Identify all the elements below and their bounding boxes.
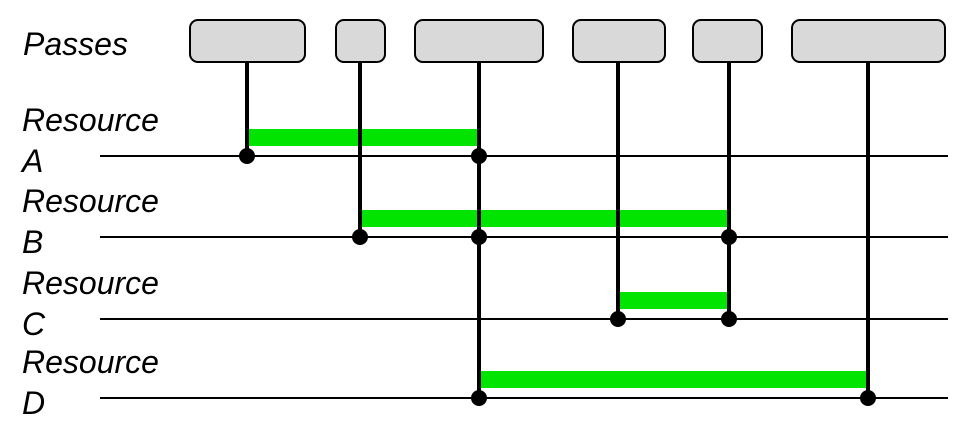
usage-dot-pass2-resource-B bbox=[352, 229, 368, 245]
resource-label-A: Resource A bbox=[22, 100, 159, 182]
usage-dot-pass1-resource-A bbox=[239, 148, 255, 164]
pass-box-2 bbox=[335, 19, 386, 63]
resource-label-D-title: Resource bbox=[22, 344, 159, 380]
pass-box-6 bbox=[791, 19, 946, 63]
pass-box-5 bbox=[692, 19, 763, 63]
usage-dot-pass3-resource-B bbox=[471, 229, 487, 245]
pass-box-1 bbox=[189, 19, 306, 63]
resource-label-C-letter: C bbox=[22, 306, 46, 342]
usage-dot-pass5-resource-C bbox=[721, 311, 737, 327]
pass-box-4 bbox=[572, 19, 666, 63]
resource-label-B-letter: B bbox=[22, 224, 44, 260]
resource-label-A-title: Resource bbox=[22, 102, 159, 138]
lifetime-bar-resource-B bbox=[362, 210, 727, 227]
lifetime-bar-resource-C bbox=[620, 292, 727, 309]
pass-box-3 bbox=[414, 19, 544, 63]
lifetime-bar-resource-A bbox=[249, 129, 477, 146]
passes-label: Passes bbox=[23, 26, 128, 62]
usage-dot-pass5-resource-B bbox=[721, 229, 737, 245]
resource-label-B-title: Resource bbox=[22, 183, 159, 219]
resource-label-D: Resource D bbox=[22, 342, 159, 424]
resource-label-A-letter: A bbox=[22, 143, 44, 179]
usage-dot-pass6-resource-D bbox=[860, 390, 876, 406]
usage-dot-pass3-resource-A bbox=[471, 148, 487, 164]
resource-label-B: Resource B bbox=[22, 181, 159, 263]
usage-dot-pass3-resource-D bbox=[471, 390, 487, 406]
resource-label-C-title: Resource bbox=[22, 265, 159, 301]
resource-label-D-letter: D bbox=[22, 385, 46, 421]
usage-dot-pass4-resource-C bbox=[610, 311, 626, 327]
resource-label-C: Resource C bbox=[22, 263, 159, 345]
lifetime-bar-resource-D bbox=[481, 371, 866, 388]
